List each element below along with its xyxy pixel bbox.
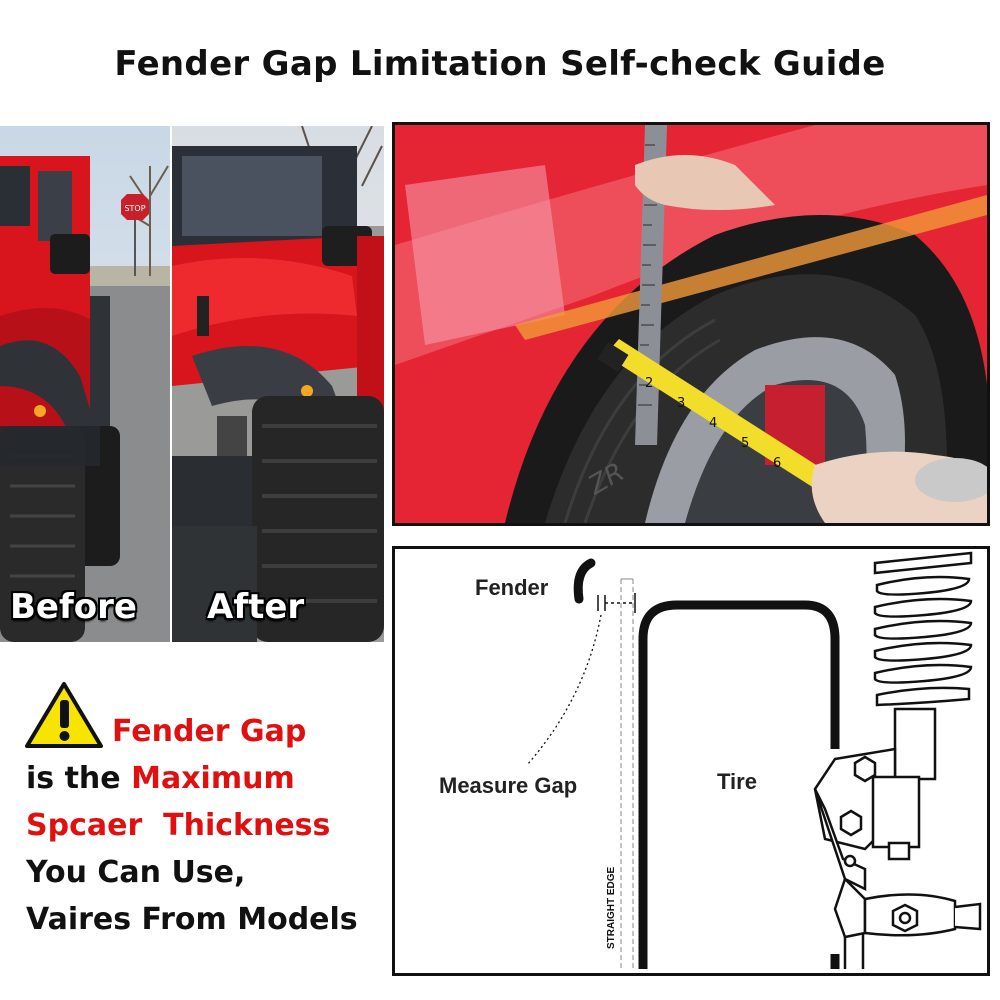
straight-edge — [620, 578, 634, 969]
tape-digit-5: 5 — [741, 436, 749, 451]
note-maximum: Maximum — [131, 761, 295, 796]
measure-gap-label: Measure Gap — [439, 773, 577, 798]
straight-edge-label: STRAIGHT EDGE — [606, 866, 617, 949]
tape-digit-6: 6 — [773, 456, 781, 471]
after-photo — [172, 126, 384, 642]
note-line-3: Spcaer Thickness — [26, 802, 386, 849]
warning-triangle-icon — [25, 682, 103, 748]
fender-gap-diagram: STRAIGHT EDGE — [392, 546, 990, 976]
fender-shape — [573, 558, 596, 604]
fender-gap-note: Fender Gap is the Maximum Spcaer Thickne… — [26, 708, 386, 943]
note-line-2: is the Maximum — [26, 755, 386, 802]
note-fender-gap: Fender Gap — [112, 714, 307, 749]
note-line-5: Vaires From Models — [26, 902, 358, 937]
gap-leader-line — [526, 614, 602, 766]
fender-label: Fender — [475, 575, 549, 600]
tape-digit-2: 2 — [645, 376, 653, 391]
before-caption: Before — [10, 587, 137, 627]
stop-sign-text: STOP — [124, 204, 145, 213]
page-title: Fender Gap Limitation Self-check Guide — [114, 44, 886, 84]
note-line-4: You Can Use, — [26, 855, 246, 890]
tire-label: Tire — [717, 769, 757, 794]
tape-digit-4: 4 — [709, 416, 717, 431]
tape-digit-3: 3 — [677, 396, 685, 411]
coil-spring — [873, 551, 973, 707]
note-spacer-thickness: Spcaer Thickness — [26, 808, 331, 843]
measuring-photo: ZR 2 3 4 5 6 — [392, 122, 990, 526]
after-caption: After — [207, 587, 305, 627]
before-photo: STOP — [0, 126, 170, 642]
note-line-1: Fender Gap — [26, 708, 386, 755]
tire-outline — [638, 600, 840, 969]
strut-assembly — [813, 707, 982, 969]
note-is-the: is the — [26, 761, 121, 796]
